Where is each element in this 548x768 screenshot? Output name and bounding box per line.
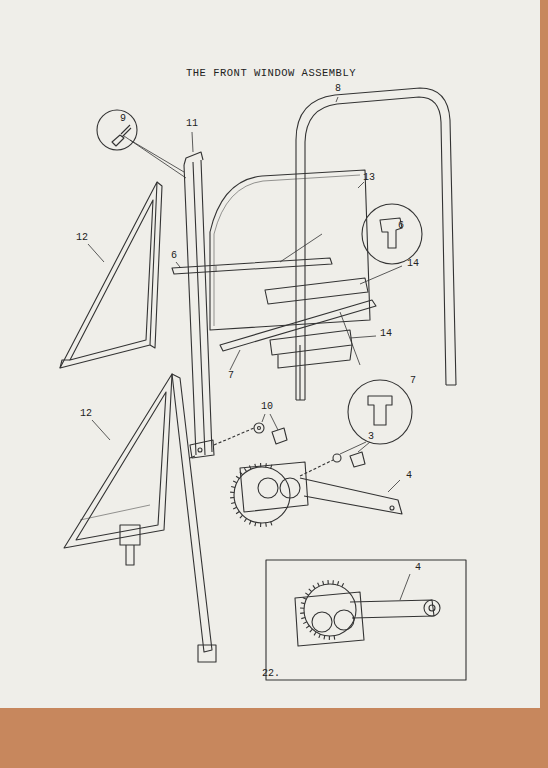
paper — [0, 0, 540, 708]
gear-tooth — [233, 507, 237, 509]
page-title: THE FRONT WINDOW ASSEMBLY — [186, 68, 356, 79]
gear-tooth — [240, 515, 243, 518]
callout-number: 6 — [171, 251, 177, 261]
gear-tooth — [244, 518, 246, 521]
gear-tooth — [231, 486, 235, 487]
screw-washer — [300, 452, 365, 476]
detail-frame — [266, 560, 466, 680]
gear-tooth — [236, 476, 239, 478]
gear-tooth — [334, 636, 336, 640]
gear-tooth — [309, 589, 312, 592]
gear-tooth — [265, 523, 267, 527]
gear-tooth — [303, 598, 307, 600]
clip-detail — [97, 110, 186, 178]
gear-tooth — [236, 511, 239, 513]
gear-tooth — [300, 607, 304, 608]
window-glass — [210, 170, 370, 330]
gear-tooth — [233, 481, 237, 483]
gear-tooth — [318, 583, 320, 587]
gear-tooth — [314, 632, 316, 635]
run-channel — [296, 88, 456, 400]
callout-number: 14 — [407, 259, 419, 269]
callout-number: 14 — [380, 329, 392, 339]
gear-tooth — [260, 523, 261, 527]
gear-tooth — [249, 521, 251, 525]
gear-tooth — [342, 583, 344, 587]
callout-number: 8 — [335, 84, 341, 94]
callout-number: 12 — [76, 233, 88, 243]
callout-number: 6 — [398, 221, 404, 231]
gear-tooth — [271, 522, 272, 526]
gear-tooth — [337, 581, 338, 585]
window-regulator-detail — [295, 580, 440, 646]
callout-number: 13 — [363, 173, 375, 183]
gear-tooth — [254, 522, 256, 526]
lift-channel — [220, 300, 376, 365]
window-regulator — [230, 462, 402, 527]
vent-frame — [60, 182, 162, 368]
gear-tooth — [301, 617, 305, 618]
callout-number: 7 — [410, 376, 416, 386]
gear-tooth — [327, 580, 328, 584]
lift-channel-block — [265, 278, 368, 400]
callout-number: 12 — [80, 409, 92, 419]
gear-tooth — [306, 626, 309, 628]
gear-tooth — [319, 634, 320, 638]
gear-tooth — [332, 580, 334, 584]
callout-number: 11 — [186, 119, 198, 129]
callout-number: 9 — [120, 114, 126, 124]
gear-tooth — [310, 629, 313, 632]
gear-tooth — [303, 622, 307, 624]
callout-number: 3 — [368, 432, 374, 442]
gear-tooth — [230, 497, 234, 498]
callout-number: 4 — [406, 471, 412, 481]
gear-tooth — [244, 468, 246, 471]
callout-number: 10 — [261, 402, 273, 412]
gear-tooth — [323, 635, 325, 639]
glass-channel-strip — [172, 234, 332, 274]
detail-circle — [348, 204, 422, 444]
callout-number: 7 — [228, 371, 234, 381]
gear-tooth — [231, 502, 235, 503]
gear-tooth — [305, 593, 308, 595]
gear-tooth — [329, 636, 330, 640]
gear-tooth — [301, 602, 305, 604]
gear-tooth — [300, 612, 304, 614]
gear-tooth — [322, 581, 324, 585]
gear-tooth — [313, 585, 315, 588]
leader-line — [88, 97, 410, 600]
gear-tooth — [230, 492, 234, 493]
vent-assembly — [64, 374, 216, 662]
callout-number: 4 — [415, 563, 421, 573]
page-number: 22. — [262, 669, 280, 679]
